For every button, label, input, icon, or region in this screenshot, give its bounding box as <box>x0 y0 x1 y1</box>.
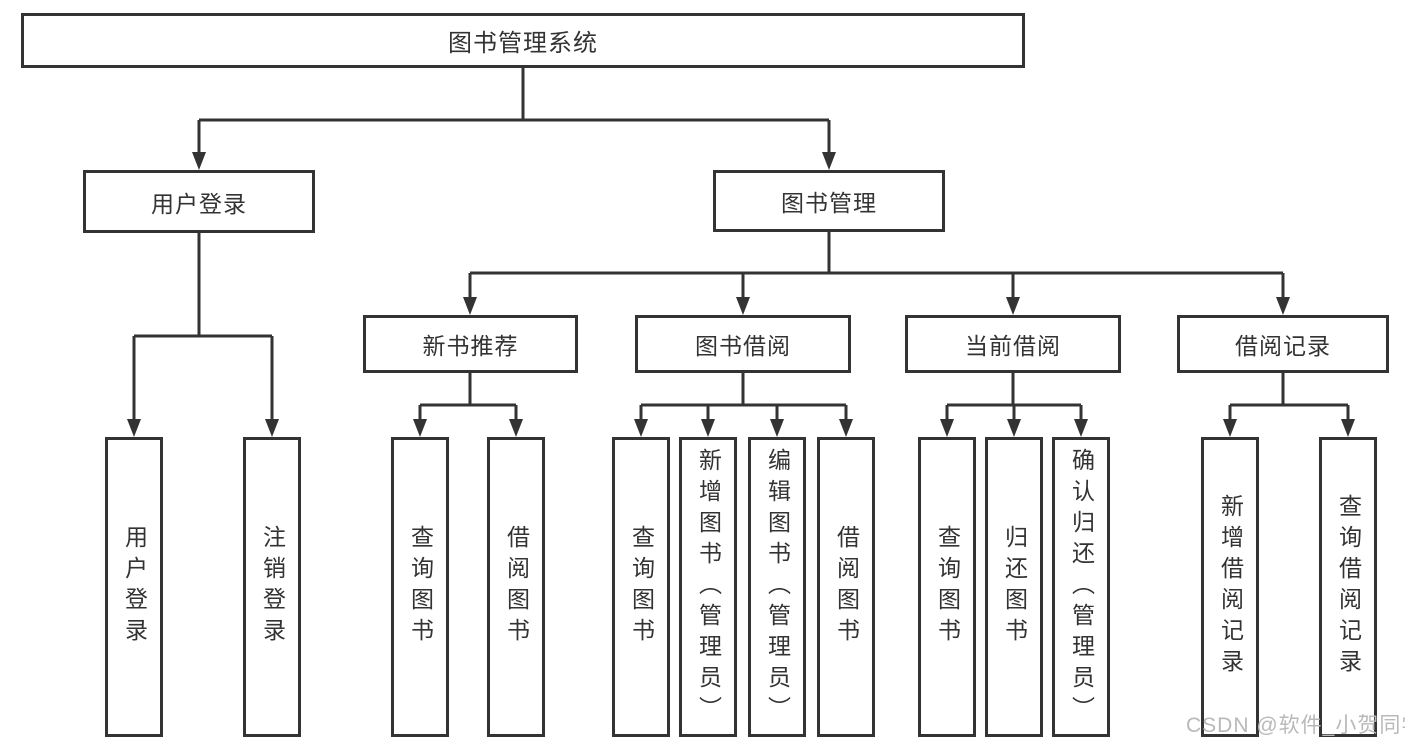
node-label: 注销登录 <box>259 525 286 649</box>
node-user-login: 用户登录 <box>83 170 315 233</box>
node-current-borrowing: 当前借阅 <box>905 315 1121 373</box>
node-leaf-query-books: 查询图书 <box>391 437 449 737</box>
node-book-borrowing: 图书借阅 <box>635 315 851 373</box>
node-label: 借阅图书 <box>503 525 530 649</box>
csdn-watermark: CSDN @软件_小贺同学 <box>1186 714 1405 737</box>
node-label: 查询图书 <box>407 525 434 649</box>
node-label: 编辑图书（管理员） <box>764 447 791 727</box>
node-label: 用户登录 <box>121 525 148 649</box>
node-label: 当前借阅 <box>965 333 1061 359</box>
connector-current-borrowing <box>945 373 1083 423</box>
node-leaf-borrow-books: 借阅图书 <box>487 437 545 737</box>
connector-book-management <box>468 232 1285 301</box>
node-label: 新增图书（管理员） <box>695 447 722 727</box>
node-label: 用户登录 <box>151 190 247 217</box>
node-label: 确认归还（管理员） <box>1068 447 1095 727</box>
node-new-book-recommendation: 新书推荐 <box>363 315 578 373</box>
node-label: 图书管理系统 <box>448 30 598 57</box>
node-leaf-edit-books-admin: 编辑图书（管理员） <box>748 437 806 737</box>
connector-new-book <box>418 373 518 423</box>
node-label: 查询借阅记录 <box>1335 494 1362 680</box>
node-leaf-borrow-books: 借阅图书 <box>817 437 875 737</box>
connector-book-borrowing <box>639 373 848 423</box>
node-leaf-add-books-admin: 新增图书（管理员） <box>679 437 737 737</box>
connector-user-login <box>132 233 274 423</box>
node-label: 新增借阅记录 <box>1217 494 1244 680</box>
connector-borrow-records <box>1228 373 1350 423</box>
connector-root <box>197 68 831 158</box>
node-leaf-query-books: 查询图书 <box>918 437 976 737</box>
node-leaf-return-books: 归还图书 <box>985 437 1043 737</box>
node-leaf-confirm-return-admin: 确认归还（管理员） <box>1052 437 1110 737</box>
node-leaf-add-borrow-record: 新增借阅记录 <box>1201 437 1259 737</box>
node-label: 图书管理 <box>781 190 877 216</box>
node-leaf-user-login: 用户登录 <box>105 437 163 737</box>
node-library-management-system: 图书管理系统 <box>21 13 1025 68</box>
node-label: 查询图书 <box>628 525 655 649</box>
arrowheads <box>127 152 1355 437</box>
node-label: 新书推荐 <box>422 333 519 359</box>
node-book-management: 图书管理 <box>713 170 945 232</box>
node-label: 查询图书 <box>934 525 961 649</box>
node-label: 归还图书 <box>1001 525 1028 649</box>
node-label: 借阅记录 <box>1235 333 1331 359</box>
node-leaf-query-books: 查询图书 <box>612 437 670 737</box>
node-borrow-records: 借阅记录 <box>1177 315 1389 373</box>
node-label: 图书借阅 <box>695 333 791 359</box>
node-label: 借阅图书 <box>833 525 860 649</box>
node-leaf-logout: 注销登录 <box>243 437 301 737</box>
node-leaf-query-borrow-record: 查询借阅记录 <box>1319 437 1377 737</box>
